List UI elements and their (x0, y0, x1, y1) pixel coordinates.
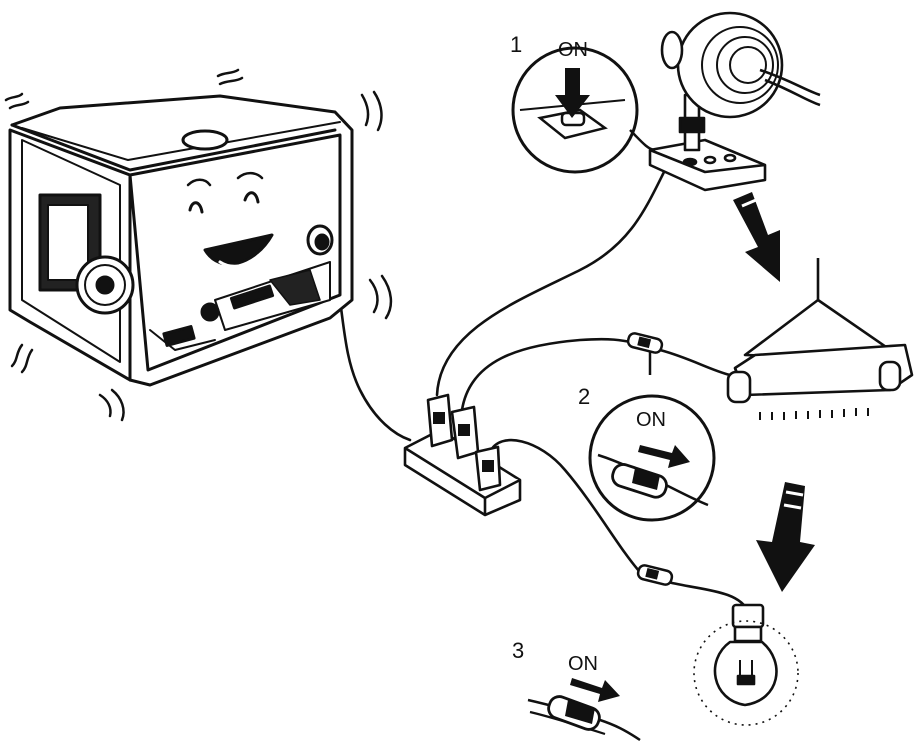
power-strip-icon (405, 395, 520, 515)
cable-heater (462, 339, 635, 410)
slide-arrow-icon (570, 678, 620, 702)
heater-icon (728, 258, 912, 420)
cable-heat-lamp (437, 170, 665, 395)
step-1-callout (513, 48, 655, 172)
step-2-on-label: ON (636, 409, 666, 431)
step-3-on-label: ON (568, 653, 598, 675)
step-2-number: 2 (578, 384, 590, 409)
cables (330, 170, 748, 612)
step-3-switch (528, 678, 640, 740)
step-3-number: 3 (512, 638, 524, 663)
cable-heater-2 (660, 350, 730, 375)
arrow-down-icon (756, 482, 815, 592)
generator-icon (10, 96, 352, 385)
step-1-on-label: ON (558, 39, 588, 61)
heat-dashes (760, 408, 868, 420)
step-1-number: 1 (510, 32, 522, 57)
arrow-down-icon (733, 192, 780, 282)
heat-lamp-icon (650, 13, 820, 190)
light-bulb-icon (694, 605, 798, 725)
